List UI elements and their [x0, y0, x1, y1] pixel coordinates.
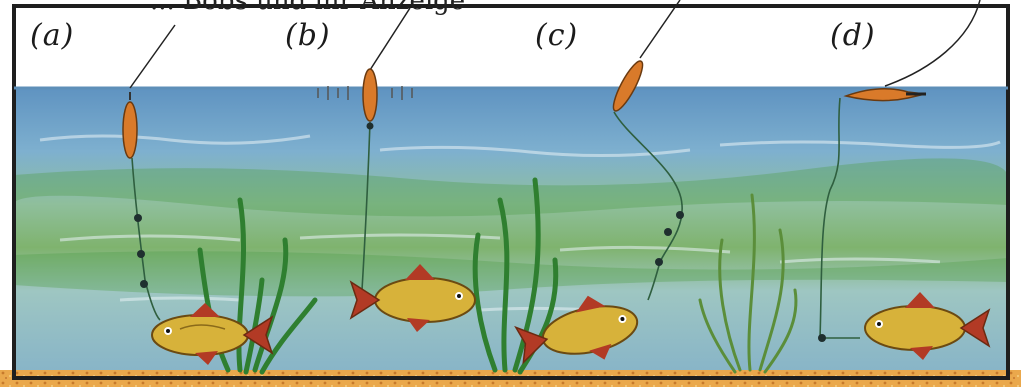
figure-caption: ... Bobs und ihr Anzeige — [150, 0, 465, 16]
panel-label-c: (c) — [535, 18, 578, 53]
float-a — [123, 102, 137, 158]
float-b — [363, 69, 377, 121]
panel-label-b: (b) — [285, 18, 331, 53]
panel-label-d: (d) — [830, 18, 876, 53]
panel-label-a: (a) — [30, 18, 74, 53]
